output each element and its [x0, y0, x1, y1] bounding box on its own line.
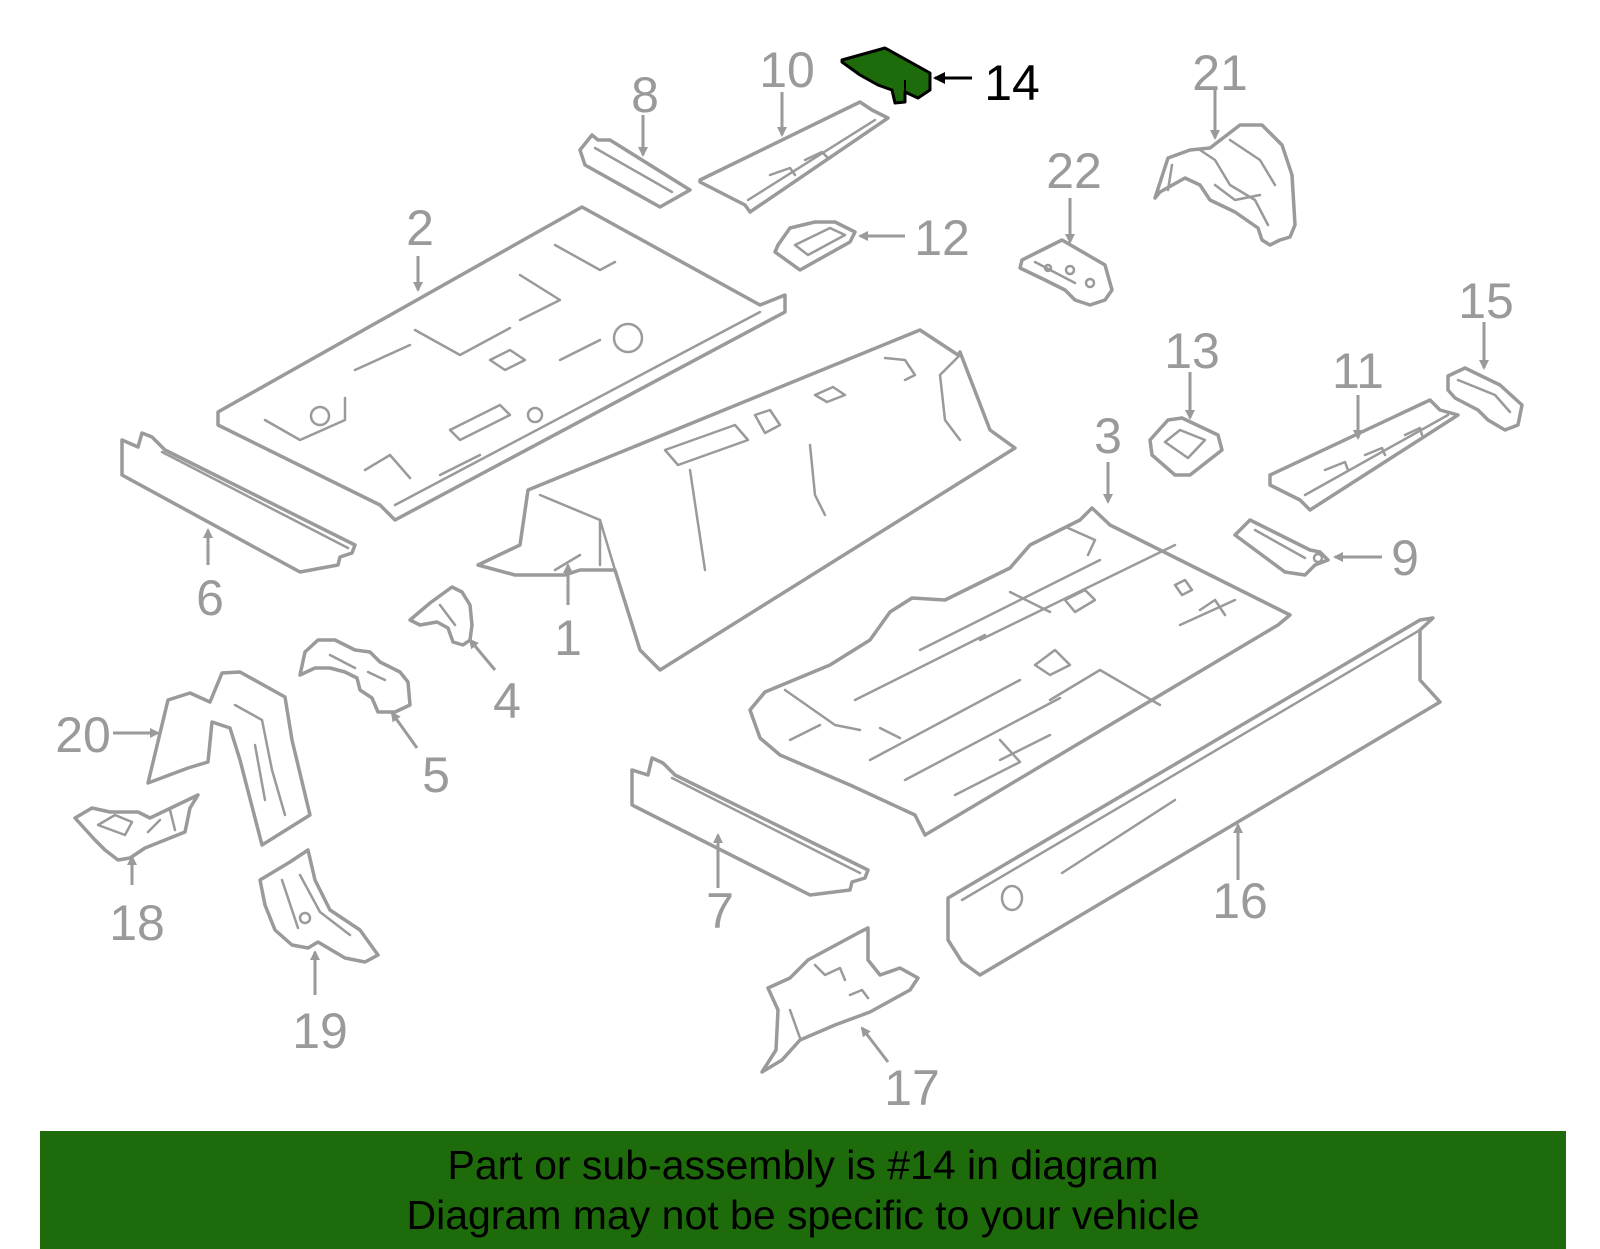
callout-16: 16 [1212, 873, 1268, 929]
callout-11: 11 [1332, 343, 1384, 399]
part-14-highlighted [840, 46, 932, 105]
part-2-rear-floor-pan [216, 205, 787, 522]
callout-18: 18 [109, 895, 165, 951]
callout-3: 3 [1094, 408, 1122, 464]
callout-8: 8 [631, 67, 659, 123]
callout-1: 1 [554, 610, 582, 666]
callout-22: 22 [1046, 143, 1102, 199]
part-19-bracket [258, 848, 380, 964]
banner-line-part: Part or sub-assembly is #14 in diagram [447, 1142, 1159, 1188]
callout-6: 6 [196, 570, 224, 626]
part-11-rail [1268, 398, 1460, 512]
part-3-front-floor-pan [748, 506, 1292, 837]
callout-4: 4 [493, 673, 521, 729]
callout-5: 5 [422, 747, 450, 803]
callout-13: 13 [1164, 323, 1220, 379]
part-13-plug [1148, 416, 1224, 477]
callout-9: 9 [1391, 530, 1419, 586]
callout-2: 2 [406, 200, 434, 256]
part-6-crossmember [120, 431, 357, 574]
banner-line-disclaimer: Diagram may not be specific to your vehi… [406, 1192, 1200, 1238]
part-8-bracket [578, 133, 692, 209]
part-9-bracket [1233, 518, 1330, 577]
callout-12: 12 [914, 210, 970, 266]
info-banner: Part or sub-assembly is #14 in diagram D… [40, 1131, 1566, 1249]
callout-20: 20 [55, 707, 111, 763]
part-18-bracket [73, 793, 200, 862]
callout-10: 10 [759, 42, 815, 98]
part-21-wheelhouse [1153, 123, 1297, 247]
part-7-crossmember [630, 756, 870, 897]
callout-21: 21 [1192, 45, 1248, 101]
part-15-bracket [1446, 366, 1524, 432]
callout-numbers: 1 2 3 4 5 6 7 8 9 10 11 12 13 14 15 16 1… [55, 42, 1514, 1116]
part-12-bracket [773, 220, 857, 272]
part-4-bracket [408, 585, 474, 647]
part-16-rocker [946, 616, 1442, 977]
leader-lines [113, 72, 1489, 1063]
part-20-wheelhouse [146, 670, 312, 847]
part-5-bracket [298, 638, 412, 714]
callout-14: 14 [984, 55, 1040, 111]
part-1-center-floor [476, 328, 1017, 672]
part-17-bracket [760, 926, 920, 1074]
callout-19: 19 [292, 1003, 348, 1059]
callout-17: 17 [884, 1060, 940, 1116]
part-10-rail [698, 100, 890, 214]
part-22-bracket [1018, 238, 1114, 307]
callout-15: 15 [1458, 273, 1514, 329]
callout-7: 7 [706, 883, 734, 939]
